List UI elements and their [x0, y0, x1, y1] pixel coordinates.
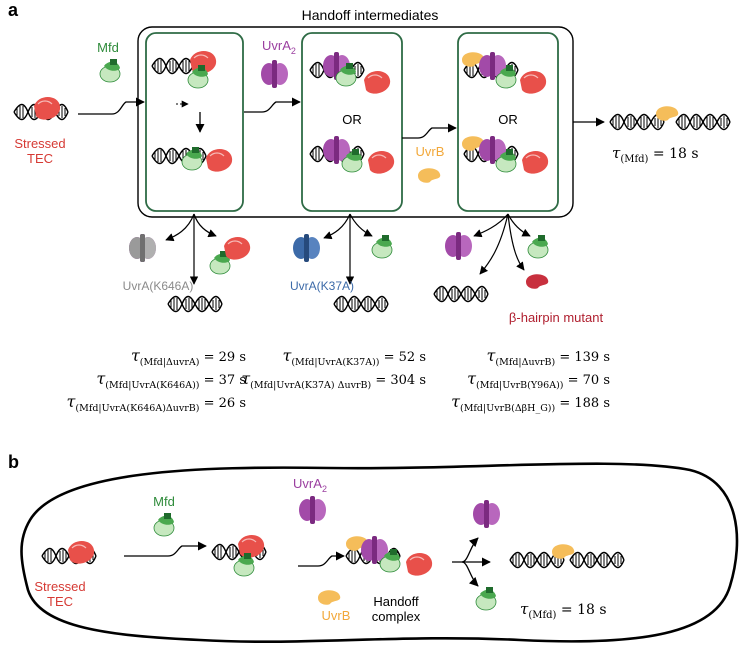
released-mfd-a2	[371, 234, 393, 259]
branch-box3-down-left	[479, 213, 509, 275]
box3-top-complex	[462, 52, 547, 95]
tau-mfd-b: τ(Mfd) = 18 s	[520, 600, 607, 621]
released-dna-a2	[333, 295, 389, 313]
cell-outline	[20, 462, 739, 644]
released-dna-a1	[167, 295, 223, 313]
mfd-protein-b	[153, 512, 175, 537]
tau-col2-row0: τ(Mfd|UvrA(K37A)) = 52 s	[282, 346, 426, 368]
or-label-1: OR	[342, 112, 362, 127]
uvrb-protein-a	[418, 168, 441, 183]
tau-col3-row0: τ(Mfd|ΔuvrB) = 139 s	[487, 346, 610, 368]
stressed-tec-complex-a	[13, 96, 69, 121]
branch-box3-down-right	[507, 213, 525, 271]
released-uvra-a3	[445, 232, 472, 260]
branch-box3-right	[507, 213, 531, 237]
uvrb-protein-b	[318, 590, 341, 605]
tau-col1-row1: τ(Mfd|UvrA(K646A)) = 37 s	[96, 369, 246, 391]
released-mfd-rnap-a1	[209, 236, 251, 275]
tau-col3-row2: τ(Mfd|UvrB(ΔβH_G)) = 188 s	[451, 392, 610, 414]
or-label-2: OR	[498, 112, 518, 127]
released-dna-a	[609, 106, 731, 131]
handoff-label-2: complex	[372, 609, 421, 624]
intermediate-box-1	[145, 32, 244, 212]
intermediate-box-3	[457, 32, 559, 212]
uvra-protein-a	[261, 60, 288, 88]
arrow-tec-to-box1	[78, 97, 145, 115]
stressed-label-b-1: Stressed	[34, 579, 85, 594]
box2-bottom-complex	[309, 136, 395, 175]
released-mfd-b	[475, 586, 497, 611]
mfd-protein-a	[99, 58, 121, 83]
tau-col1-row0: τ(Mfd|ΔuvrA) = 29 s	[131, 346, 246, 368]
handoff-label-1: Handoff	[373, 594, 419, 609]
stressed-label-a-1: Stressed	[14, 136, 65, 151]
branch-box2-right	[349, 213, 373, 237]
arrow-b1	[124, 541, 207, 557]
stressed-tec-complex-b	[41, 540, 97, 565]
box1-bottom-complex	[151, 146, 233, 173]
branch-box3-left	[473, 213, 509, 238]
uvra-k646a-gray-overlay	[129, 234, 156, 262]
uvra2-label-a: UvrA2	[262, 38, 296, 56]
released-uvra-b	[473, 500, 500, 528]
released-mfd-a3	[527, 234, 549, 259]
arrow-b3-down	[461, 561, 479, 587]
arrow-b2	[298, 551, 345, 567]
tau-col2: τ(Mfd|UvrA(K37A)) = 52 s τ(Mfd|UvrA(K37A…	[241, 346, 426, 391]
handoff-title: Handoff intermediates	[302, 7, 439, 23]
mutant-k37a-label: UvrA(K37A)	[290, 279, 354, 293]
tau-mfd-a: τ(Mfd) = 18 s	[612, 144, 699, 165]
branch-box1-right	[193, 213, 217, 238]
tau-col1-row2: τ(Mfd|UvrA(K646A)ΔuvrB) = 26 s	[67, 392, 246, 414]
released-dna-b	[509, 544, 625, 569]
tau-col3-row1: τ(Mfd|UvrB(Y96A)) = 70 s	[467, 369, 610, 391]
arrow-b3-up	[461, 537, 479, 563]
uvra2-label-b: UvrA2	[293, 476, 327, 494]
released-dna-a3	[433, 285, 489, 303]
mfd-label-a: Mfd	[97, 40, 119, 55]
arrow-box2-to-box3	[402, 123, 457, 139]
mutant-hairpin-label: β-hairpin mutant	[509, 310, 604, 325]
arrow-box1-to-box2	[244, 97, 301, 113]
mfd-label-b: Mfd	[153, 494, 175, 509]
stressed-label-a-2: TEC	[27, 151, 53, 166]
mfd-bound-tec-b	[211, 534, 267, 577]
branch-box1-left	[165, 213, 195, 242]
tau-col2-row1: τ(Mfd|UvrA(K37A) ΔuvrB) = 304 s	[241, 369, 426, 391]
tau-col3: τ(Mfd|ΔuvrB) = 139 s τ(Mfd|UvrB(Y96A)) =…	[451, 346, 610, 414]
panel-b-letter: b	[8, 452, 19, 472]
mutant-k646a-label: UvrA(K646A)	[123, 279, 194, 293]
handoff-complex-b	[345, 536, 433, 577]
box3-bottom-complex	[462, 136, 549, 175]
box1-top-complex	[151, 50, 217, 89]
stressed-label-b-2: TEC	[47, 594, 73, 609]
uvrb-label-b: UvrB	[322, 608, 351, 623]
panel-a-letter: a	[8, 0, 19, 20]
uvra-k37a-protein	[293, 234, 320, 262]
hairpin-mutant-protein	[526, 274, 549, 289]
tau-col1: τ(Mfd|ΔuvrA) = 29 s τ(Mfd|UvrA(K646A)) =…	[67, 346, 246, 414]
branch-box2-left	[323, 213, 351, 240]
intermediate-box-2	[301, 32, 403, 212]
uvra-protein-b	[299, 496, 326, 524]
box2-top-complex	[309, 52, 391, 95]
uvrb-label-a: UvrB	[416, 144, 445, 159]
